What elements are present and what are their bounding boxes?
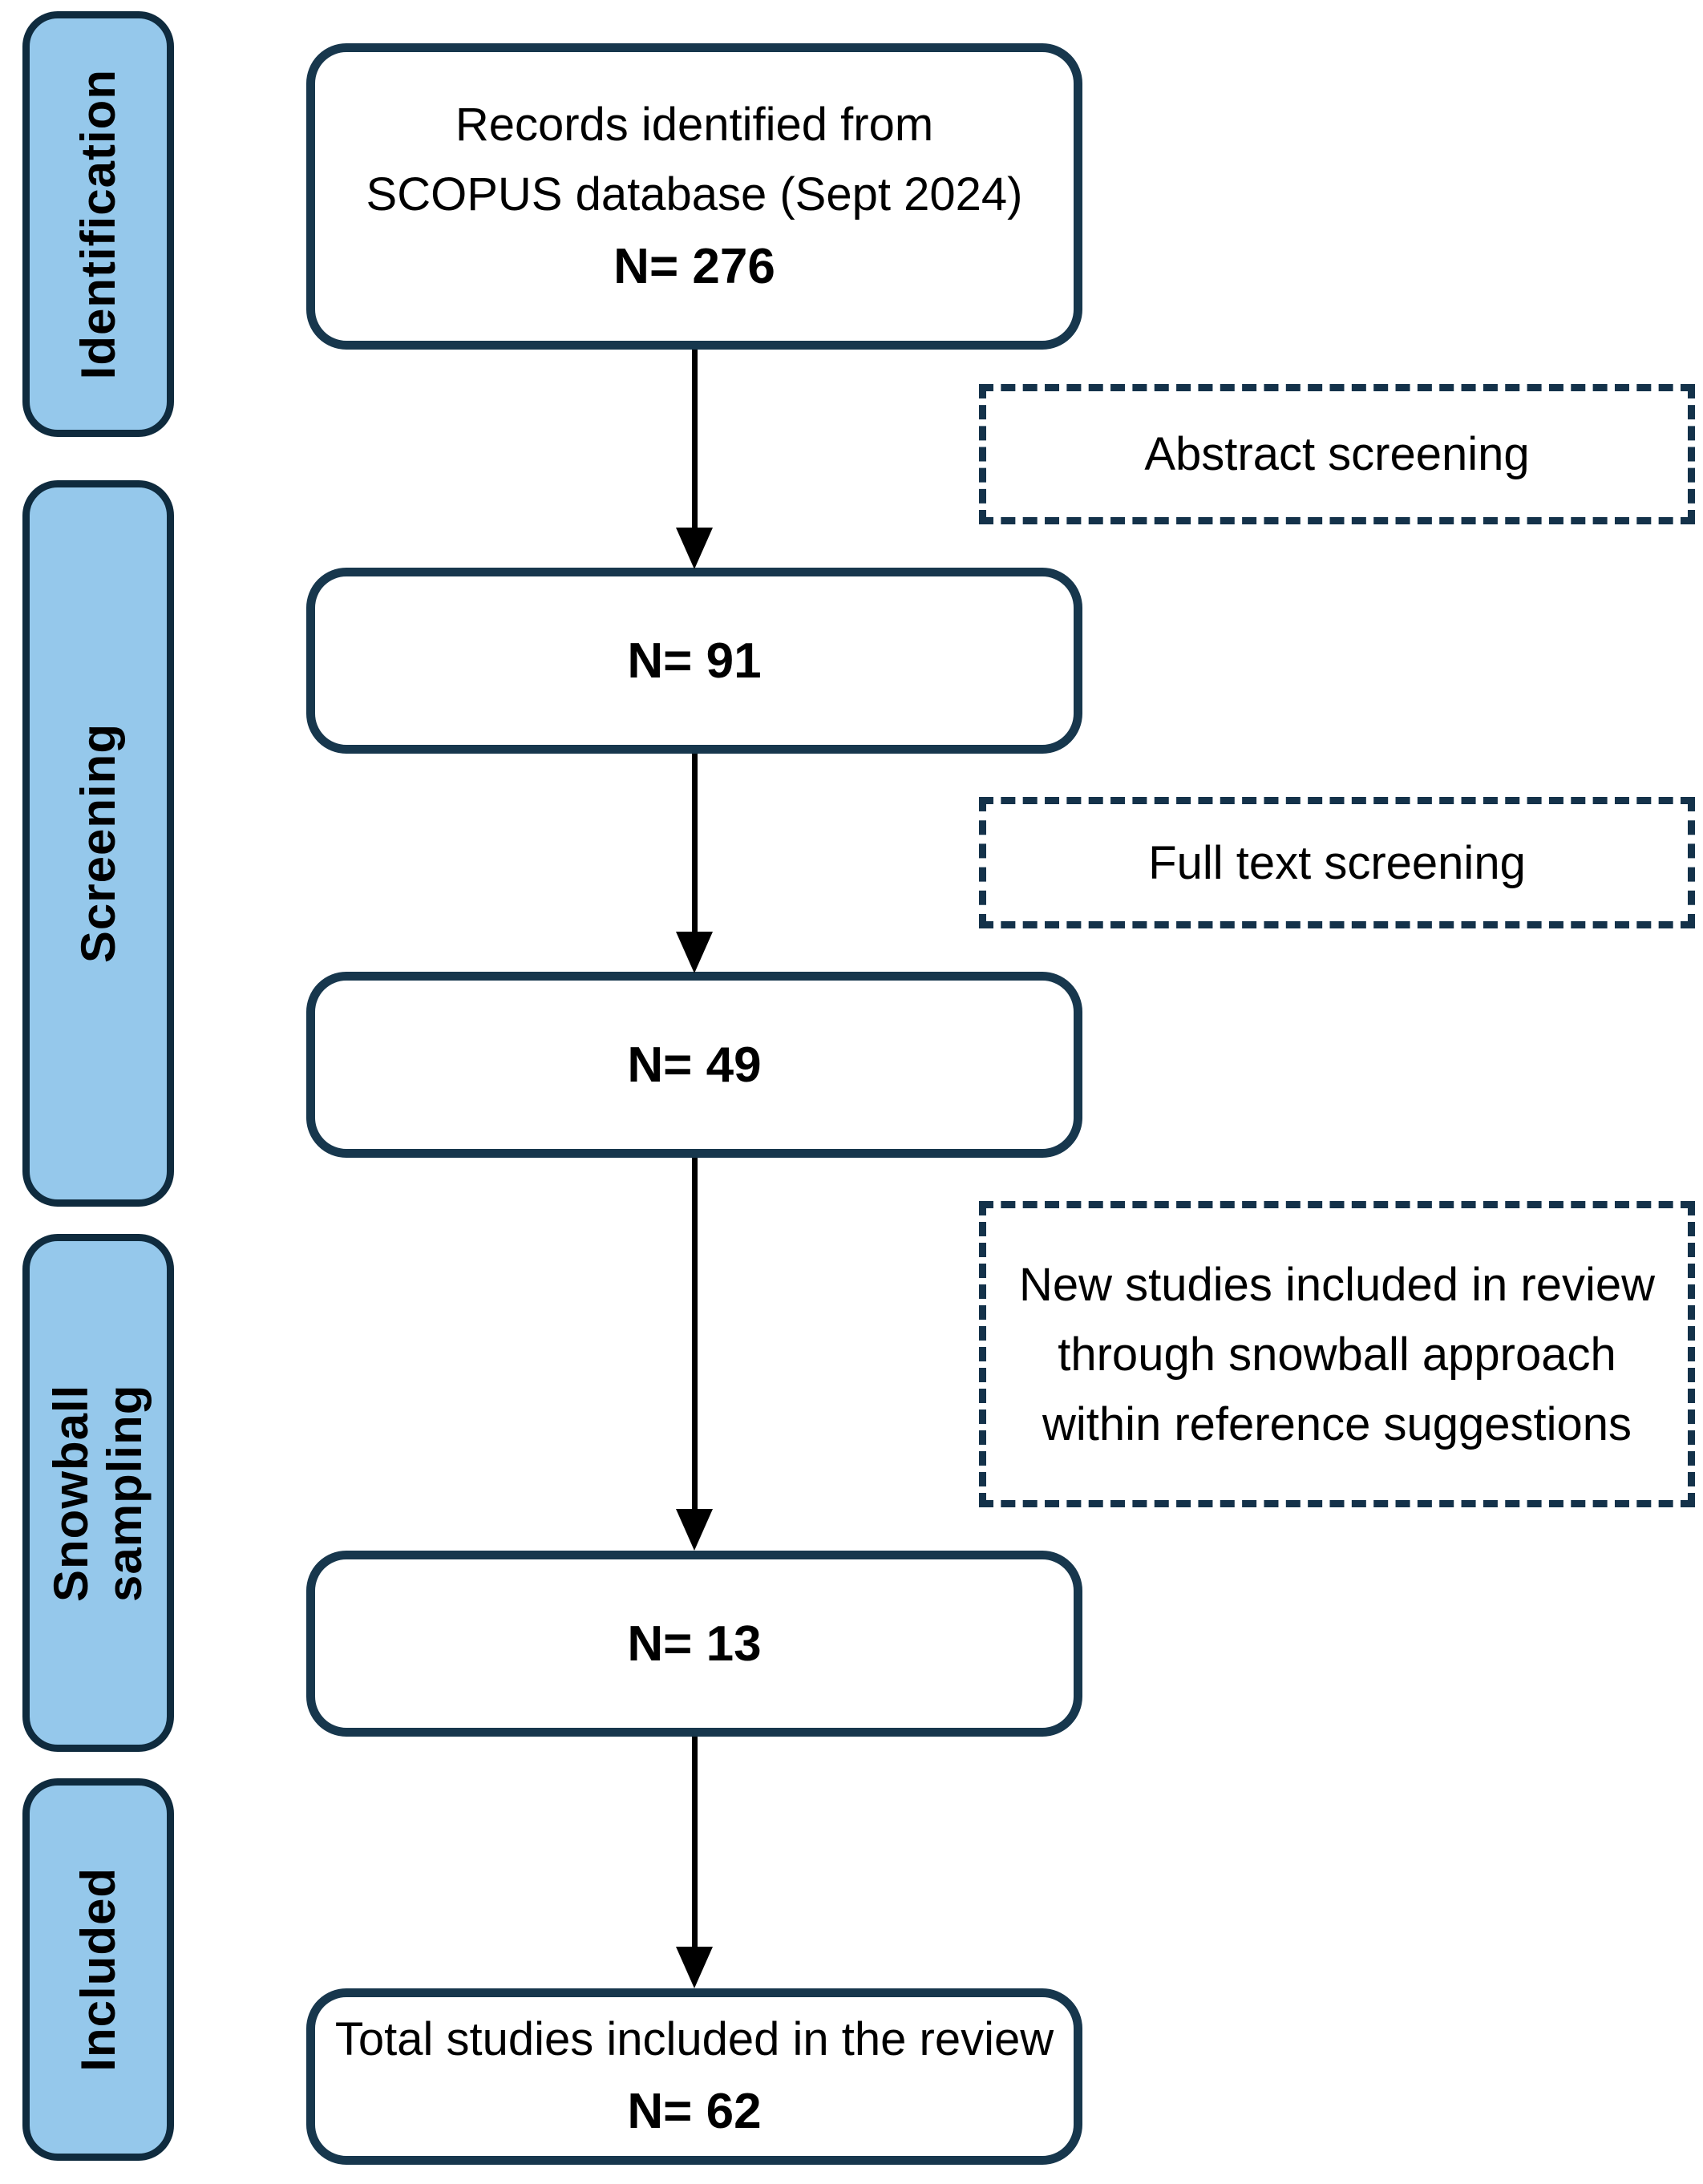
note-label: Full text screening	[1148, 836, 1526, 889]
flow-box-count: N= 49	[627, 1037, 762, 1093]
stage-label: Included	[71, 1867, 125, 2072]
sidebar-item-screening: Screening	[22, 480, 174, 1207]
arrow-head-icon	[676, 528, 713, 569]
flow-box-text: Total studies included in the review	[334, 2013, 1054, 2065]
flow-box-text: Records identified from SCOPUS database …	[366, 98, 1023, 220]
note-label: New studies included in review through s…	[1018, 1258, 1656, 1450]
arrow-stem	[692, 754, 698, 933]
stage-label: Identification	[71, 68, 125, 380]
note-box-snowball-approach: New studies included in review through s…	[979, 1201, 1695, 1507]
flow-box-snowball-added: N= 13	[306, 1551, 1082, 1737]
flow-box-total-included: Total studies included in the review N= …	[306, 1988, 1082, 2165]
stage-label: Screening	[71, 723, 125, 964]
flow-box-count: N= 276	[613, 238, 775, 294]
stage-label: Snowball sampling	[44, 1384, 152, 1602]
sidebar-item-included: Included	[22, 1778, 174, 2161]
flow-box-abstract-screened: N= 91	[306, 568, 1082, 754]
arrow-head-icon	[676, 1509, 713, 1551]
flow-box-records-identified: Records identified from SCOPUS database …	[306, 43, 1082, 350]
flow-box-count: N= 13	[627, 1616, 762, 1672]
arrow-stem	[692, 1737, 698, 1948]
flow-box-fulltext-screened: N= 49	[306, 972, 1082, 1158]
arrow-head-icon	[676, 932, 713, 973]
flow-box-count: N= 91	[627, 633, 762, 689]
flow-box-count: N= 62	[627, 2084, 762, 2139]
arrow-head-icon	[676, 1947, 713, 1988]
arrow-stem	[692, 350, 698, 529]
note-box-fulltext-screening: Full text screening	[979, 797, 1695, 928]
sidebar-item-identification: Identification	[22, 11, 174, 437]
note-label: Abstract screening	[1144, 428, 1530, 480]
note-box-abstract-screening: Abstract screening	[979, 384, 1695, 524]
flow-box-text-wrap: Total studies included in the review N= …	[326, 2004, 1063, 2149]
sidebar-item-snowball-sampling: Snowball sampling	[22, 1234, 174, 1752]
arrow-stem	[692, 1158, 698, 1511]
